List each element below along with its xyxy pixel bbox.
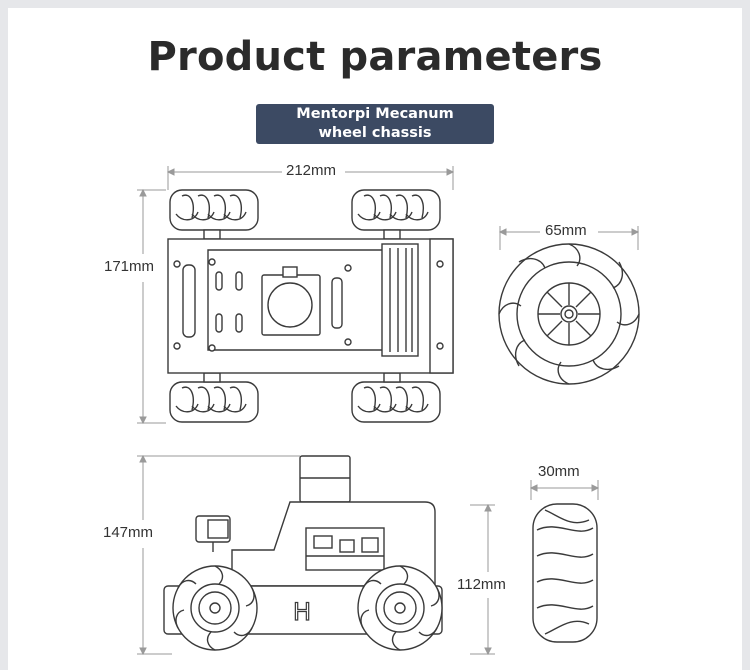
wheel-side-view (532, 503, 598, 643)
mecanum-wheel-icon (357, 565, 443, 651)
product-badge: Mentorpi Mecanum wheel chassis (256, 104, 494, 144)
mecanum-wheel-icon (172, 565, 258, 651)
mecanum-wheel-icon (351, 189, 441, 231)
page-title: Product parameters (147, 34, 603, 80)
dim-label-top-length: 171mm (104, 258, 155, 275)
heatsink-icon (381, 243, 419, 357)
mecanum-wheel-icon (169, 381, 259, 423)
dimension-lines-top (137, 166, 640, 425)
camera-icon (195, 515, 231, 552)
wheel-front-view (498, 243, 640, 385)
mecanum-wheel-icon (351, 381, 441, 423)
mecanum-wheel-icon (169, 189, 259, 231)
dim-label-side-height: 147mm (103, 524, 154, 541)
svg-text:H: H (293, 598, 311, 626)
side-view-robot: H (163, 455, 443, 651)
dimension-lines-side (137, 454, 600, 656)
badge-line-2: wheel chassis (318, 125, 432, 141)
dim-label-wheel-width: 30mm (538, 463, 580, 480)
lidar-icon (299, 455, 351, 503)
badge-line-1: Mentorpi Mecanum (296, 106, 454, 122)
dim-label-wheel-diameter: 65mm (545, 222, 587, 239)
dim-label-side-body-height: 112mm (457, 576, 506, 593)
dim-label-top-width: 212mm (286, 162, 337, 179)
top-view-chassis (167, 189, 454, 423)
